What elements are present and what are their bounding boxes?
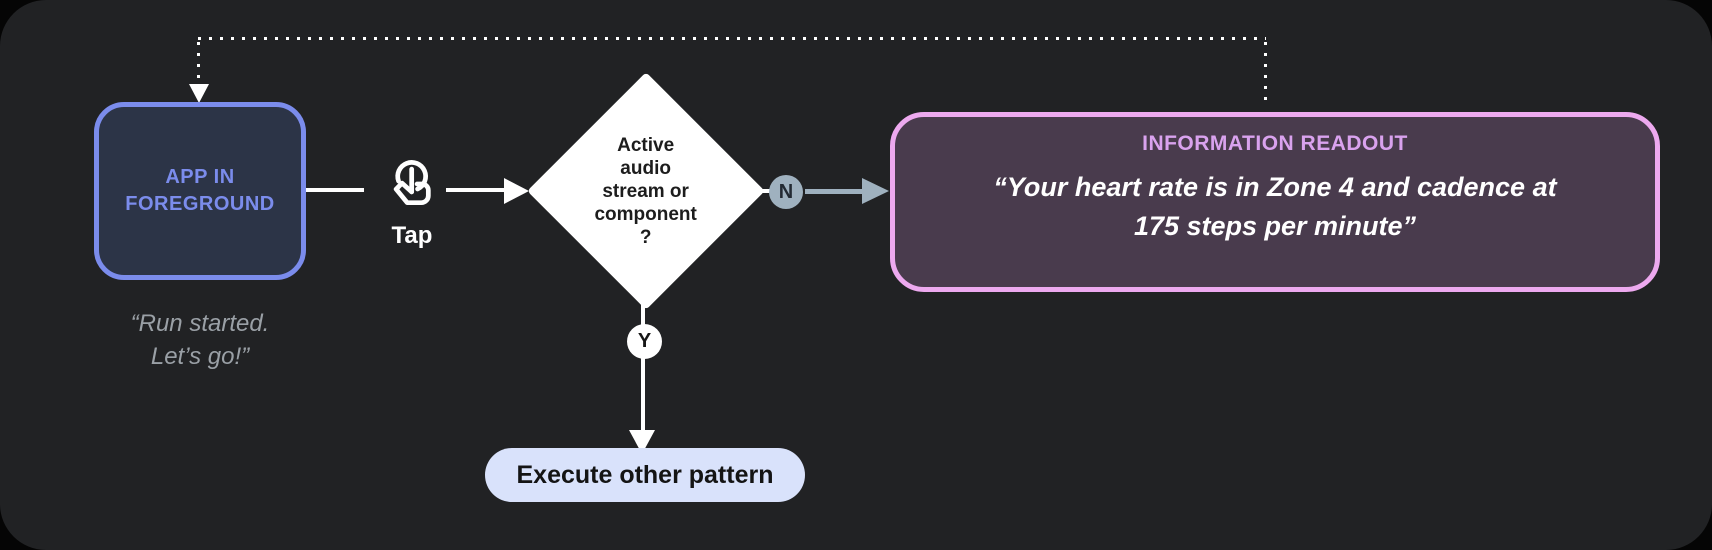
no-branch-badge: N <box>769 175 803 209</box>
decision-question: Active audio stream or component ? <box>594 134 698 248</box>
connector-app-to-tap <box>306 188 364 192</box>
connector-decision-to-no <box>762 189 772 193</box>
app-node-caption: “Run started. Let’s go!” <box>130 310 270 370</box>
information-readout-node: INFORMATION READOUT “Your heart rate is … <box>890 112 1660 292</box>
feedback-dotted-line-left <box>197 42 200 84</box>
app-in-foreground-node: APP IN FOREGROUND <box>94 102 306 280</box>
arrowhead-tap-to-decision <box>504 178 529 204</box>
app-node-label: APP IN FOREGROUND <box>125 166 275 215</box>
readout-title: INFORMATION READOUT <box>1142 132 1408 155</box>
arrow-tap-to-decision <box>446 188 506 192</box>
feedback-dotted-line-top <box>198 37 1266 40</box>
execute-pattern-pill: Execute other pattern <box>485 448 805 502</box>
readout-quote: “Your heart rate is in Zone 4 and cadenc… <box>993 172 1557 241</box>
feedback-dotted-line-right <box>1264 42 1267 108</box>
connector-decision-to-yes <box>641 300 645 327</box>
tap-gesture-icon <box>393 160 431 206</box>
arrowhead-no-to-readout <box>862 178 889 204</box>
arrow-no-to-readout <box>805 189 867 194</box>
arrow-yes-to-action <box>641 357 645 433</box>
tap-label: Tap <box>391 222 433 249</box>
yes-branch-badge: Y <box>627 324 662 359</box>
execute-pattern-label: Execute other pattern <box>516 460 774 489</box>
feedback-arrowhead <box>189 84 209 103</box>
